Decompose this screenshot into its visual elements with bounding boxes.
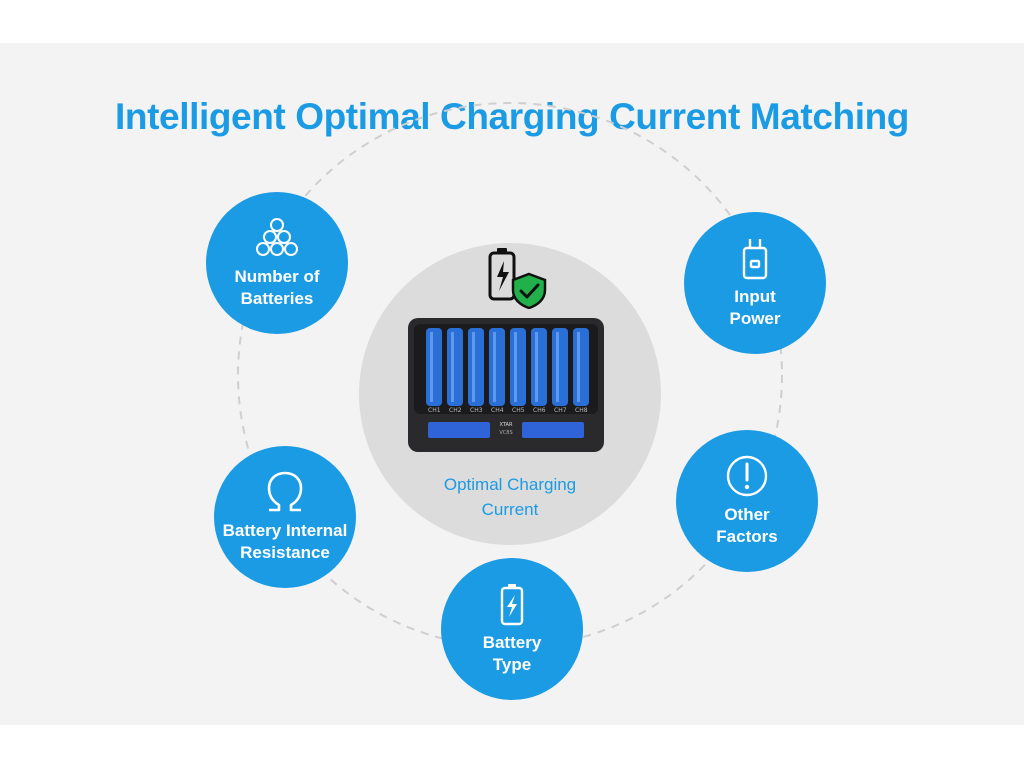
svg-text:CH1: CH1 [428, 407, 441, 414]
center-label: Optimal Charging Current [443, 475, 577, 519]
factor-label: Battery Type [482, 633, 542, 674]
device-model: VC8S [499, 430, 512, 436]
factor-number-of-batteries: Number of Batteries [206, 192, 348, 334]
factor-battery-type: Battery Type [441, 558, 583, 700]
factor-input-power: Input Power [684, 212, 826, 354]
page-title: Intelligent Optimal Charging Current Mat… [115, 96, 909, 137]
svg-text:CH8: CH8 [575, 407, 588, 414]
channel-labels: CH1 CH2 CH3 CH4 CH5 CH6 CH7 CH8 [428, 407, 588, 414]
svg-text:CH3: CH3 [470, 407, 483, 414]
power-plug-icon [742, 239, 768, 280]
factor-label: Other Factors [716, 505, 778, 546]
factor-label: Battery Internal Resistance [222, 521, 348, 562]
battery-shield-check-icon [488, 248, 547, 309]
battery-charger-device: CH1 CH2 CH3 CH4 CH5 CH6 CH7 CH8 XTAR VC8… [408, 318, 604, 452]
svg-text:CH5: CH5 [512, 407, 525, 414]
factor-other-factors: Other Factors [676, 430, 818, 572]
battery-cells [426, 328, 589, 406]
lcd-screen-right [522, 422, 584, 438]
battery-bolt-icon [500, 584, 524, 626]
omega-icon [267, 471, 303, 512]
factor-label: Input Power [729, 287, 781, 328]
svg-text:CH4: CH4 [491, 407, 504, 414]
factor-battery-internal-resistance: Battery Internal Resistance [214, 446, 356, 588]
factor-label: Number of Batteries [234, 267, 320, 308]
device-brand: XTAR [500, 422, 513, 428]
svg-text:CH6: CH6 [533, 407, 546, 414]
lcd-screen-left [428, 422, 490, 438]
exclamation-icon [726, 455, 768, 497]
svg-text:CH2: CH2 [449, 407, 462, 414]
battery-stack-icon [256, 218, 298, 256]
svg-text:CH7: CH7 [554, 407, 567, 414]
